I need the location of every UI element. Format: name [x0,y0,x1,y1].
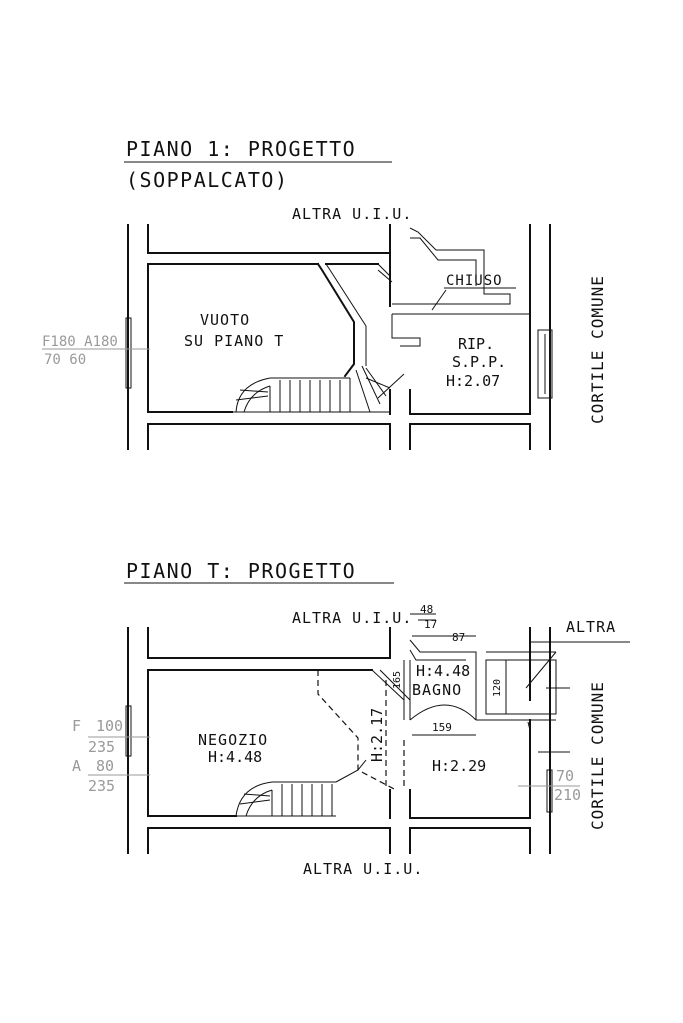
ground-floor-title: PIANO T: PROGETTO [126,559,356,583]
upper-courtyard-label: CORTILE COMUNE [588,275,607,424]
upper-window-dims-bottom: 70 60 [44,352,86,368]
neighbor-room [505,659,557,715]
ground-courtyard-label: CORTILE COMUNE [588,681,607,830]
upper-stair-wall [316,262,355,378]
bath-wall [409,639,477,720]
mezzanine-outline [317,670,397,791]
window-f-width: 100 [96,717,123,735]
storage-height: H:2.07 [446,372,500,390]
upper-staircase [232,365,405,413]
bath-label: BAGNO [412,681,462,699]
ground-neighbor-bottom: ALTRA U.I.U. [303,860,423,878]
dim-159: 159 [432,721,452,734]
dim-48: 48 [420,603,433,616]
door-width: 70 [556,767,574,785]
ground-staircase [232,759,367,817]
void-label-line1: VUOTO [200,311,250,329]
ground-neighbor-top: ALTRA U.I.U. [292,609,412,627]
upper-window-dims-top: F180 A180 [42,334,118,350]
storage-label-line2: S.P.P. [452,353,506,371]
upper-floor-plan: PIANO 1: PROGETTO (SOPPALCATO) ALTRA U.I… [42,137,607,450]
dim-17: 17 [424,618,437,631]
closed-wall-outline [392,227,511,305]
window-f-label: F [72,717,81,735]
dim-165: 165 [392,671,403,689]
neighbor-right-label: ALTRA [566,618,616,636]
window-a-label: A [72,757,81,775]
storage-label-line1: RIP. [458,335,494,353]
ground-window-left [125,705,132,757]
window-a-width: 80 [96,757,114,775]
upper-neighbor-top: ALTRA U.I.U. [292,205,412,223]
bath-height: H:4.48 [416,662,470,680]
dim-87: 87 [452,631,465,644]
upper-window-left [125,317,132,389]
upper-floor-title: PIANO 1: PROGETTO [126,137,356,161]
window-f-height: 235 [88,738,115,756]
corridor-height: H:2.17 [368,708,386,762]
upper-window-right [537,329,553,399]
dim-120: 120 [492,679,503,697]
ground-door-right [546,769,553,813]
room-height: H:2.29 [432,757,486,775]
bath-door-arc [409,704,477,721]
shop-height: H:4.48 [208,748,262,766]
shop-label: NEGOZIO [198,731,268,749]
window-a-height: 235 [88,777,115,795]
upper-floor-subtitle: (SOPPALCATO) [126,168,289,192]
ground-floor-plan: PIANO T: PROGETTO ALTRA U.I.U. 48 17 87 [72,559,630,878]
void-label-line2: SU PIANO T [184,332,284,350]
door-height: 210 [554,786,581,804]
closed-label: CHIUSO [446,273,503,289]
